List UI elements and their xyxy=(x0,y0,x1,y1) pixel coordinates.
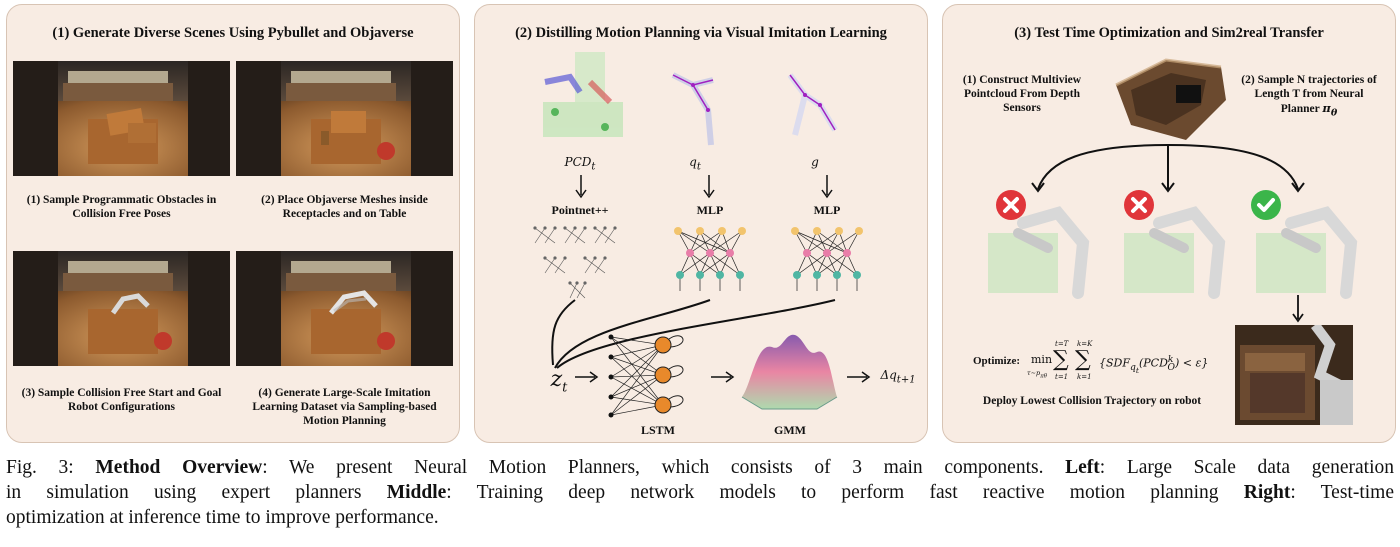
output-delta-q-label: Δqt+1 xyxy=(873,368,923,385)
panel-test-time-optimization: (3) Test Time Optimization and Sim2real … xyxy=(942,4,1396,443)
formula-sum: ∑ xyxy=(1053,347,1069,372)
step-label: (4) Generate Large-Scale Imitation Learn… xyxy=(236,386,453,428)
lstm-label: LSTM xyxy=(633,423,683,438)
mlp-network-icon xyxy=(787,223,867,295)
formula-sdf: {SDFqt(PCDkO) < ε} xyxy=(1099,354,1208,375)
multiview-pointcloud-image xyxy=(1106,45,1231,145)
caption-heading: Method Overview xyxy=(95,457,262,478)
gmm-surface-icon xyxy=(737,327,842,412)
caption-left-text-cont: in simulation using expert planners xyxy=(6,482,361,503)
robot-joint-image xyxy=(663,65,723,147)
caption-right-text-cont: optimization at inference time to improv… xyxy=(6,507,439,528)
kitchen-scene-image xyxy=(13,251,230,366)
kitchen-scene-image xyxy=(13,61,230,176)
kitchen-scene-image xyxy=(236,251,453,366)
caption-middle-text: : Training deep network models to perfor… xyxy=(446,482,1218,503)
step-label: (3) Sample Collision Free Start and Goal… xyxy=(13,386,230,414)
step-label: (1) Sample Programmatic Obstacles in Col… xyxy=(13,193,230,221)
input-label-q: qt xyxy=(680,155,710,172)
arrow-down-icon xyxy=(1292,295,1304,323)
deploy-label: Deploy Lowest Collision Trajectory on ro… xyxy=(957,395,1227,407)
panel-visual-imitation: (2) Distilling Motion Planning via Visua… xyxy=(474,4,928,443)
caption-prefix: Fig. 3: xyxy=(6,457,74,478)
gmm-label: GMM xyxy=(765,423,815,438)
arrow-down-icon xyxy=(575,175,587,199)
step-label: (1) Construct Multiview Pointcloud From … xyxy=(957,73,1087,115)
x-icon xyxy=(1123,189,1155,221)
caption-right-text: : Test-time xyxy=(1290,482,1394,503)
panel-scene-generation: (1) Generate Diverse Scenes Using Pybull… xyxy=(6,4,460,443)
optimize-formula: Optimize: min τ∼pπθ t=T ∑ t=1 k=K ∑ k=1 … xyxy=(973,343,1223,391)
x-icon xyxy=(995,189,1027,221)
arrow-down-icon xyxy=(703,175,715,199)
arrow-right-icon xyxy=(575,371,599,383)
step-label: (2) Sample N trajectories of Length T fr… xyxy=(1239,73,1379,120)
caption-middle-label: Middle xyxy=(387,482,447,503)
formula-min-sub: τ∼pπθ xyxy=(1027,369,1047,379)
formula-sum-bottom: t=1 xyxy=(1055,373,1068,381)
kitchen-scene-image xyxy=(236,61,453,176)
input-label-pcd: PCDt xyxy=(550,155,610,172)
encoder-label: Pointnet++ xyxy=(545,203,615,218)
caption-left-text: : Large Scale data generation xyxy=(1100,457,1394,478)
caption-line: optimization at inference time to improv… xyxy=(6,505,1394,530)
pointcloud-image xyxy=(535,47,635,147)
arrow-down-icon xyxy=(821,175,833,199)
latent-z-label: zt xyxy=(539,367,579,395)
mlp-network-icon xyxy=(670,223,750,295)
formula-min: min xyxy=(1031,353,1052,366)
branch-arrows xyxy=(1023,141,1323,195)
arrow-right-icon xyxy=(847,371,871,383)
panel-title: (1) Generate Diverse Scenes Using Pybull… xyxy=(7,25,459,42)
encoder-label: MLP xyxy=(680,203,740,218)
formula-sum: ∑ xyxy=(1075,347,1091,372)
caption-intro: : We present Neural Motion Planners, whi… xyxy=(262,457,1043,478)
encoder-label: MLP xyxy=(797,203,857,218)
optimize-label: Optimize: xyxy=(973,355,1020,367)
panel-title: (3) Test Time Optimization and Sim2real … xyxy=(943,25,1395,42)
figure-caption: Fig. 3: Method Overview: We present Neur… xyxy=(6,455,1394,530)
formula-sum-bottom: k=1 xyxy=(1077,373,1092,381)
caption-right-label: Right xyxy=(1244,482,1291,503)
caption-line: in simulation using expert planners Midd… xyxy=(6,480,1394,505)
panel-title: (2) Distilling Motion Planning via Visua… xyxy=(475,25,927,42)
caption-line: Fig. 3: Method Overview: We present Neur… xyxy=(6,455,1394,480)
step-label: (2) Place Objaverse Meshes inside Recept… xyxy=(236,193,453,221)
input-label-g: g xyxy=(805,155,825,169)
check-icon xyxy=(1250,189,1282,221)
arrow-right-icon xyxy=(711,371,735,383)
caption-left-label: Left xyxy=(1065,457,1100,478)
real-robot-photo xyxy=(1235,325,1353,425)
lstm-network-icon xyxy=(603,327,713,419)
robot-goal-image xyxy=(775,65,845,147)
